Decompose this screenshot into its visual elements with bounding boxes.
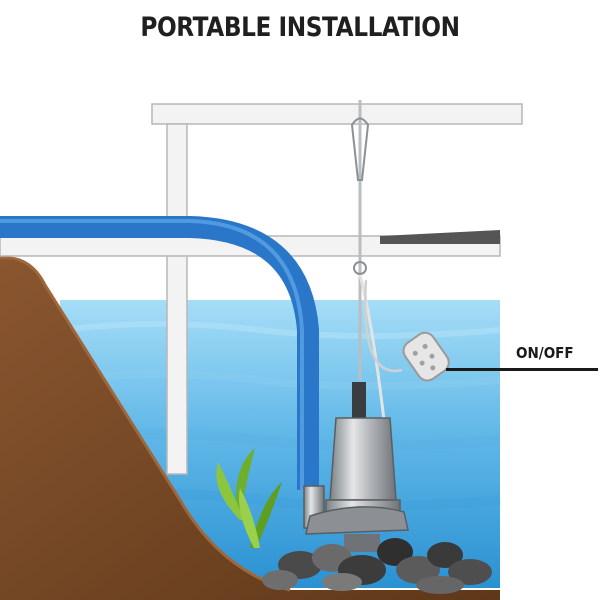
float-switch-leader-line [446,368,598,371]
lifting-chain [350,100,370,380]
float-switch-label: ON/OFF [516,344,574,362]
rocks [262,538,492,594]
float-switch-icon [402,331,450,382]
power-cable [358,274,386,421]
diagram-title: PORTABLE INSTALLATION [140,12,460,43]
submersible-pump [303,382,409,552]
float-cable [364,279,403,373]
soil-bank [0,257,500,600]
plant [216,448,282,548]
